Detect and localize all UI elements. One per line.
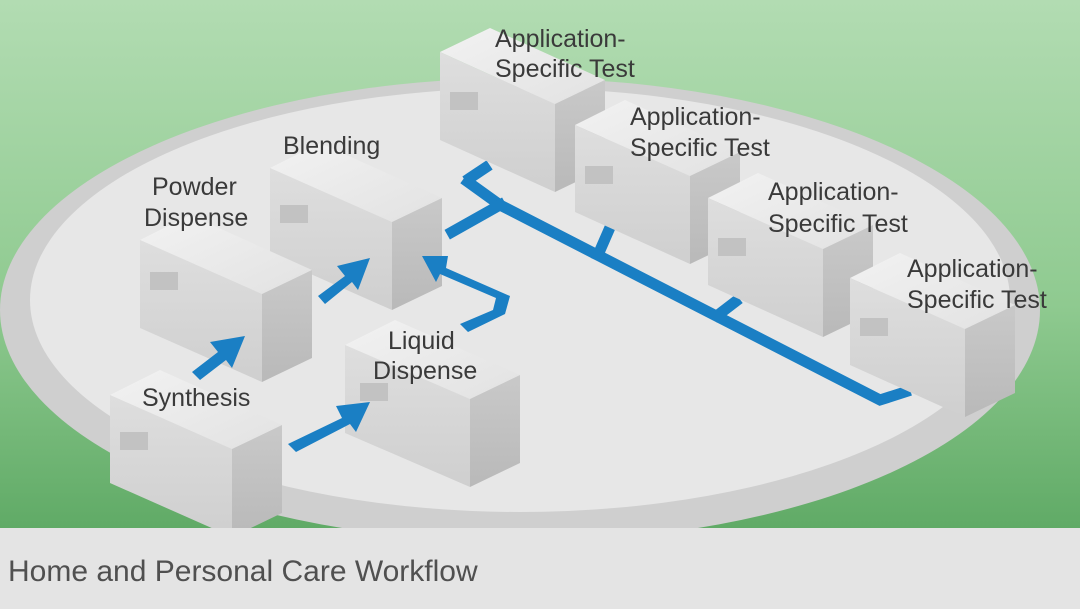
label-liquid-line2: Dispense — [373, 357, 477, 385]
flow-arrows — [192, 256, 510, 452]
label-test2-line2: Specific Test — [630, 134, 770, 162]
label-test2-line1: Application- — [630, 103, 761, 131]
label-test3-line1: Application- — [768, 178, 899, 206]
arrow-synthesis-to-powder — [192, 336, 245, 380]
label-powder-line2: Dispense — [144, 204, 248, 232]
label-synthesis: Synthesis — [142, 384, 250, 412]
label-blending: Blending — [283, 132, 380, 160]
instrument-test4 — [850, 253, 1015, 417]
test-manifold — [444, 160, 912, 406]
label-powder-line1: Powder — [152, 173, 237, 201]
label-test4-line2: Specific Test — [907, 286, 1047, 314]
instrument-liquid — [345, 320, 520, 487]
label-test3-line2: Specific Test — [768, 210, 908, 238]
label-test1-line2: Specific Test — [495, 55, 635, 83]
label-test4-line1: Application- — [907, 255, 1038, 283]
caption-band — [0, 528, 1080, 609]
arrow-powder-to-blending — [318, 258, 370, 304]
arrow-synthesis-to-liquid — [288, 402, 370, 452]
station-labels: Blending Powder Dispense Synthesis Liqui… — [142, 25, 1047, 412]
instrument-synthesis — [110, 370, 282, 537]
label-test1-line1: Application- — [495, 25, 626, 53]
label-liquid-line1: Liquid — [388, 327, 455, 355]
arrow-liquid-to-blending — [422, 256, 510, 332]
figure-caption: Home and Personal Care Workflow — [8, 555, 478, 588]
